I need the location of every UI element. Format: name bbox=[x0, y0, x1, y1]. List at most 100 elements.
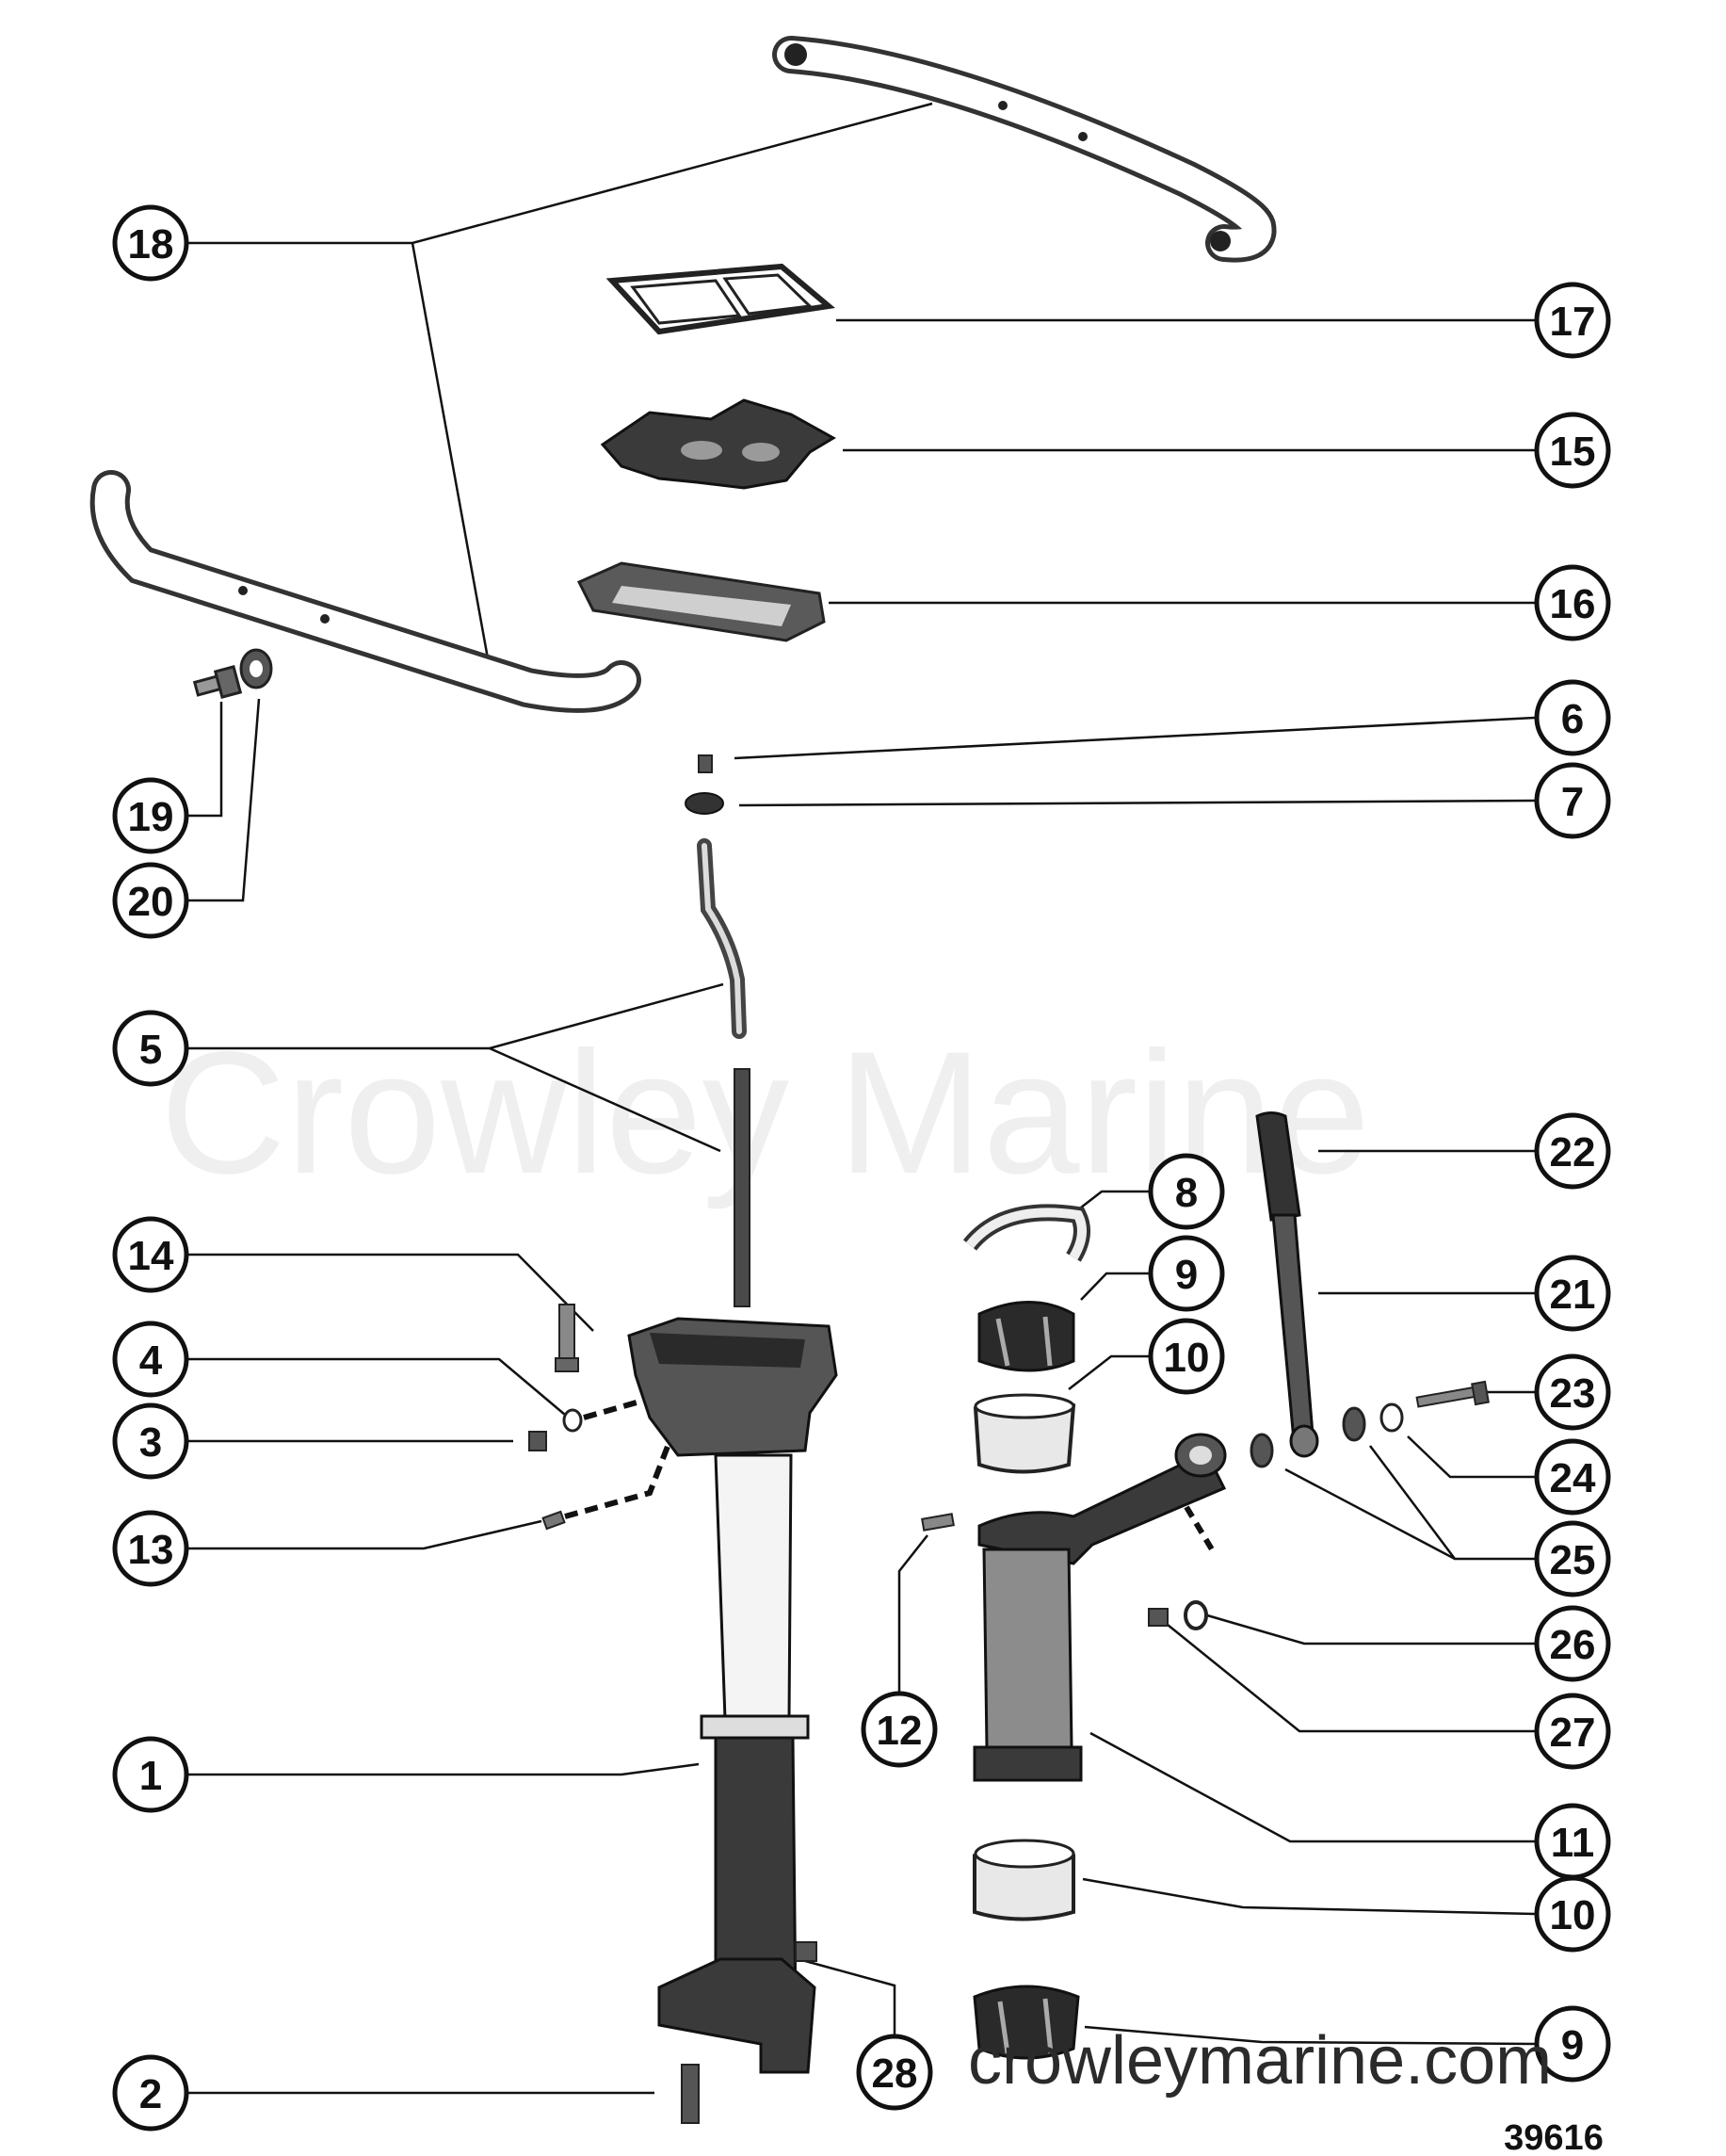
washer-20 bbox=[239, 648, 273, 689]
callout-6-label: 6 bbox=[1561, 696, 1584, 742]
washer-4 bbox=[562, 1408, 583, 1433]
bushing-9-upper bbox=[977, 1301, 1075, 1372]
callout-18-label: 18 bbox=[128, 221, 174, 267]
callout-12-label: 12 bbox=[877, 1708, 923, 1754]
washer-25a bbox=[1342, 1406, 1366, 1442]
leader-9b bbox=[1084, 2025, 1536, 2046]
callout-8-label: 8 bbox=[1175, 1170, 1198, 1216]
leader-4 bbox=[188, 1357, 566, 1416]
leader-18b bbox=[411, 242, 492, 670]
callout-9-lower-label: 9 bbox=[1561, 2022, 1584, 2068]
callouts: 18 17 15 16 19 20 6 7 5 22 8 14 9 21 4 1… bbox=[112, 204, 1611, 2132]
leader-7 bbox=[738, 799, 1536, 807]
bushing-6 bbox=[698, 754, 713, 773]
leader-12 bbox=[897, 1534, 928, 1692]
washer-24 bbox=[1379, 1402, 1404, 1433]
leader-24 bbox=[1407, 1435, 1535, 1479]
leader-lines bbox=[188, 102, 1536, 2095]
clamp-ring-8 bbox=[962, 1204, 1090, 1262]
callout-22-label: 22 bbox=[1550, 1129, 1596, 1175]
callout-12: 12 bbox=[861, 1691, 938, 1768]
callout-4: 4 bbox=[112, 1321, 189, 1398]
callout-28-label: 28 bbox=[872, 2051, 918, 2097]
callout-16: 16 bbox=[1534, 564, 1611, 641]
leader-14 bbox=[188, 1253, 594, 1332]
figure-number: 39616 bbox=[1504, 2118, 1604, 2156]
callout-19: 19 bbox=[112, 777, 189, 854]
callout-10-label: 10 bbox=[1164, 1335, 1210, 1381]
leader-19 bbox=[188, 702, 223, 818]
bushing-9-lower bbox=[973, 1985, 1080, 2060]
callout-27-label: 27 bbox=[1550, 1710, 1596, 1756]
callout-22: 22 bbox=[1534, 1112, 1611, 1190]
leader-20 bbox=[188, 698, 261, 902]
callout-21: 21 bbox=[1534, 1255, 1611, 1332]
callout-3: 3 bbox=[112, 1402, 189, 1480]
leader-28 bbox=[798, 1957, 896, 2034]
callout-16-label: 16 bbox=[1550, 581, 1596, 627]
callout-1: 1 bbox=[112, 1736, 189, 1813]
leader-10 bbox=[1068, 1354, 1149, 1390]
callout-25: 25 bbox=[1534, 1520, 1611, 1597]
callout-23-label: 23 bbox=[1550, 1370, 1596, 1417]
parts bbox=[89, 36, 1490, 2124]
leader-13 bbox=[188, 1519, 542, 1550]
callout-13: 13 bbox=[112, 1510, 189, 1587]
website-text: crowleymarine.com bbox=[968, 2023, 1552, 2099]
leader-1 bbox=[188, 1762, 700, 1776]
screw-3 bbox=[528, 1431, 547, 1451]
leader-9 bbox=[1080, 1272, 1149, 1301]
gasket-top bbox=[605, 263, 836, 335]
shift-shaft-lower bbox=[734, 1068, 750, 1307]
callout-4-label: 4 bbox=[139, 1337, 163, 1384]
callout-7: 7 bbox=[1534, 762, 1611, 839]
callout-11: 11 bbox=[1534, 1803, 1611, 1880]
callout-13-label: 13 bbox=[128, 1527, 174, 1573]
callout-9-lower: 9 bbox=[1534, 2005, 1611, 2083]
callout-14-label: 14 bbox=[128, 1233, 174, 1279]
callout-15: 15 bbox=[1534, 412, 1611, 489]
tiller-handle bbox=[1255, 1111, 1319, 1458]
callout-10: 10 bbox=[1148, 1318, 1225, 1395]
nut-28 bbox=[795, 1941, 817, 1962]
nut-27 bbox=[1148, 1608, 1169, 1627]
callout-17: 17 bbox=[1534, 282, 1611, 359]
callout-6: 6 bbox=[1534, 679, 1611, 756]
callout-10-lower: 10 bbox=[1534, 1875, 1611, 1953]
callout-21-label: 21 bbox=[1550, 1272, 1596, 1318]
callout-10-lower-label: 10 bbox=[1550, 1892, 1596, 1938]
washer-26 bbox=[1184, 1600, 1208, 1630]
callout-26: 26 bbox=[1534, 1605, 1611, 1682]
handle-bar-top bbox=[772, 36, 1277, 263]
callout-7-label: 7 bbox=[1561, 779, 1584, 825]
reed-plate bbox=[600, 398, 836, 490]
leader-8 bbox=[1080, 1190, 1149, 1208]
callout-19-label: 19 bbox=[128, 794, 174, 840]
gasket-lower bbox=[576, 561, 826, 642]
handle-bar-left bbox=[89, 470, 641, 713]
callout-20-label: 20 bbox=[128, 879, 174, 925]
leader-11 bbox=[1089, 1731, 1535, 1843]
bushing-10-lower bbox=[973, 1839, 1075, 1921]
callout-1-label: 1 bbox=[139, 1753, 162, 1799]
callout-14: 14 bbox=[112, 1216, 189, 1293]
callout-5-label: 5 bbox=[139, 1027, 162, 1073]
callout-23: 23 bbox=[1534, 1354, 1611, 1431]
screw-14 bbox=[555, 1304, 579, 1372]
callout-25-label: 25 bbox=[1550, 1537, 1596, 1583]
swivel-bracket bbox=[973, 1433, 1227, 1782]
drive-shaft-housing bbox=[627, 1317, 838, 2074]
callout-17-label: 17 bbox=[1550, 299, 1596, 345]
leader-26 bbox=[1206, 1613, 1535, 1645]
callout-8: 8 bbox=[1148, 1153, 1225, 1230]
callout-11-label: 11 bbox=[1551, 1820, 1595, 1866]
screw-19 bbox=[192, 665, 243, 699]
leader-27 bbox=[1167, 1624, 1535, 1733]
screw-23 bbox=[1415, 1380, 1490, 1408]
callout-9-label: 9 bbox=[1175, 1252, 1198, 1298]
leader-5b bbox=[489, 1046, 721, 1153]
callout-3-label: 3 bbox=[139, 1419, 162, 1466]
callout-15-label: 15 bbox=[1550, 429, 1596, 475]
